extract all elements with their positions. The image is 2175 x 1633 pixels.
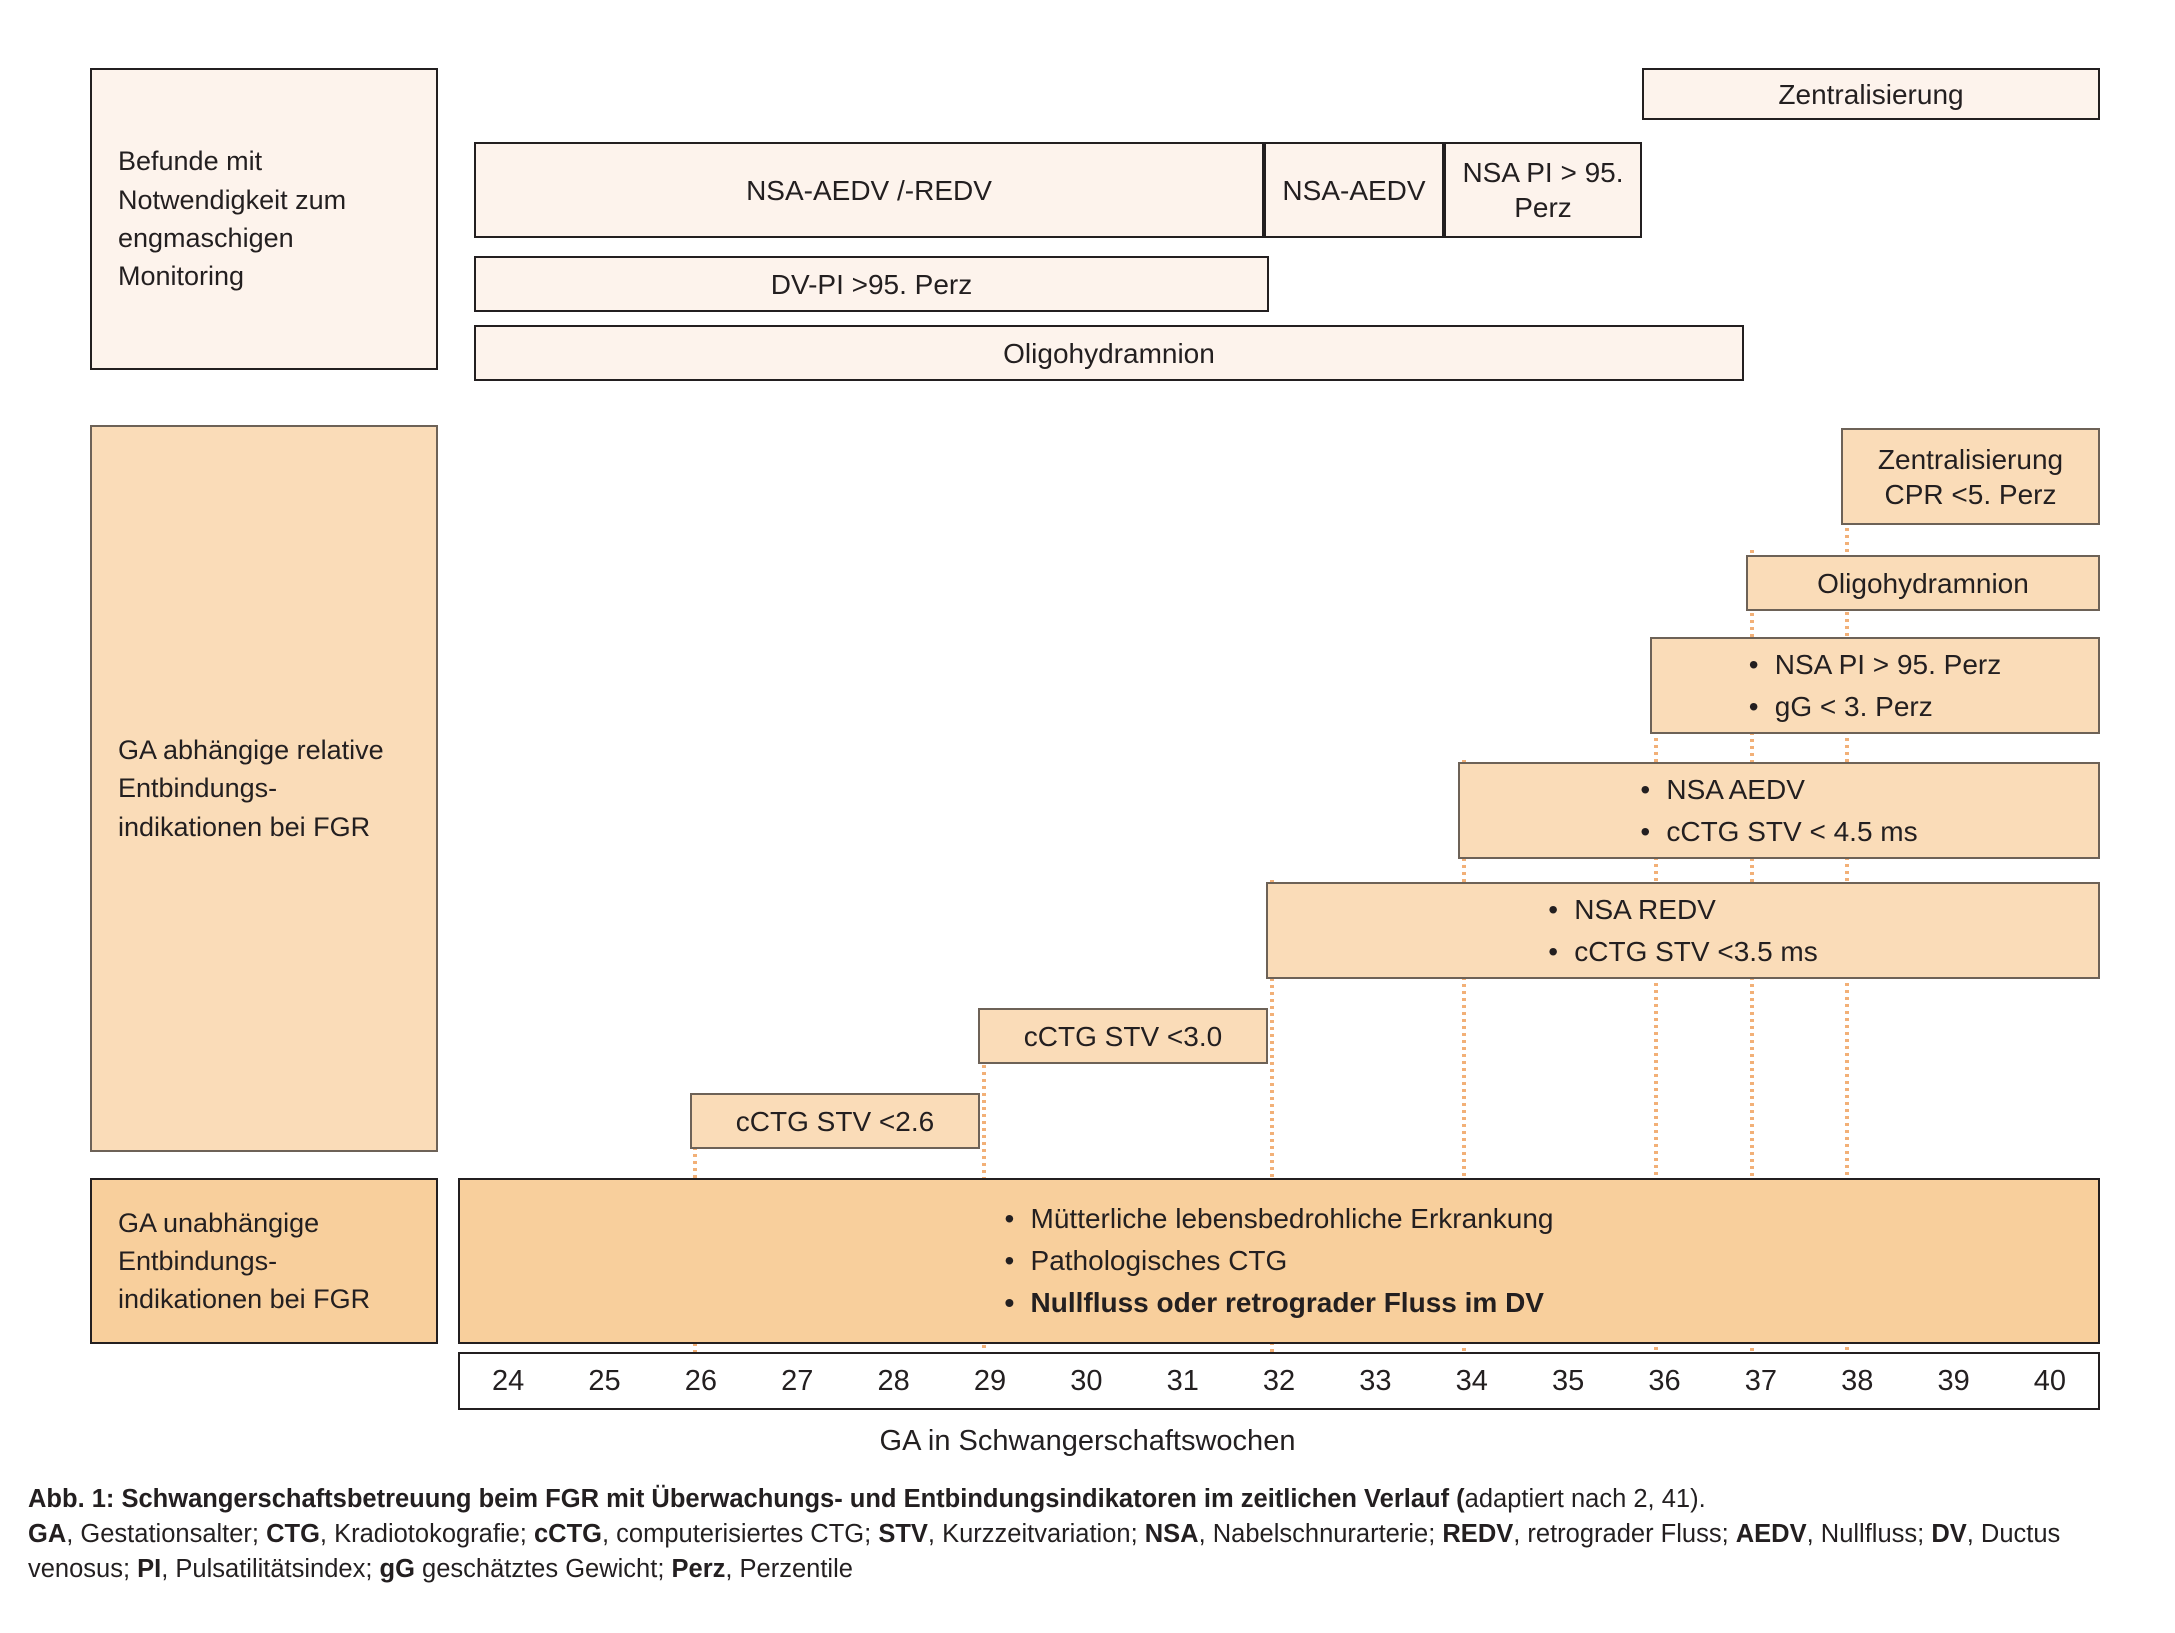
axis-week-38: 38: [1841, 1364, 1874, 1397]
axis-week-26: 26: [684, 1364, 718, 1397]
abbrev-term: AEDV: [1735, 1520, 1807, 1549]
relative-bar-cctg-stv-30-text: cCTG STV <3.0: [1023, 1020, 1223, 1052]
axis-week-29: 29: [973, 1364, 1007, 1397]
monitoring-bar-nsa-aedv-redv-text: NSA-AEDV /-REDV: [746, 174, 992, 206]
monitoring-bar-dv-pi-95-text: DV-PI >95. Perz: [770, 268, 973, 300]
axis-week-24: 24: [492, 1364, 525, 1397]
monitoring-bar-nsa-aedv-text: NSA-AEDV: [1282, 174, 1426, 206]
figure-caption-abbreviations: GA, Gestationsalter; CTG, Kradiotokograf…: [28, 1517, 2148, 1587]
axis-week-33: 33: [1359, 1364, 1392, 1397]
relative-bar-nsa-pi-gg-list: NSA PI > 95. Perz gG < 3. Perz: [1749, 644, 2001, 728]
abbrev-definition: geschätztes Gewicht;: [414, 1555, 672, 1584]
relative-bar-nsa-pi-gg: NSA PI > 95. Perz gG < 3. Perz: [1650, 637, 2100, 734]
figure-caption: Abb. 1: Schwangerschaftsbetreuung beim F…: [28, 1482, 2148, 1588]
axis-week-37: 37: [1744, 1364, 1777, 1397]
axis-label: GA in Schwangerschaftswochen: [0, 1425, 2175, 1458]
relative-bullet: cCTG STV < 4.5 ms: [1640, 816, 1917, 847]
abbrev-definition: , Ductus venosus;: [28, 1520, 2061, 1584]
relative-bar-cpr-line1: Zentralisierung: [1877, 443, 2064, 475]
independent-bullet-2: Pathologisches CTG: [1005, 1245, 1288, 1276]
relative-bar-nsa-aedv-list: NSA AEDV cCTG STV < 4.5 ms: [1640, 769, 1917, 853]
relative-bullet: NSA REDV: [1548, 894, 1716, 925]
connector-line-w36: [1654, 640, 1658, 1355]
axis-week-31: 31: [1166, 1364, 1199, 1397]
axis-week-30: 30: [1070, 1364, 1103, 1397]
gestational-week-axis: 24 25 26 27 28 29 30 31 32 33 34 35 36 37 38 39 40: [458, 1352, 2100, 1410]
relative-bar-cctg-stv-30: cCTG STV <3.0: [978, 1008, 1268, 1064]
monitoring-bar-nsa-aedv-redv: NSA-AEDV /-REDV: [474, 142, 1264, 238]
axis-week-40: 40: [2033, 1364, 2067, 1397]
monitoring-bar-nsa-aedv: NSA-AEDV: [1264, 142, 1444, 238]
relative-bullet: NSA PI > 95. Perz: [1749, 649, 2001, 680]
independent-bullet-3: Nullfluss oder retrograder Fluss im DV: [1005, 1287, 1544, 1318]
axis-week-34: 34: [1455, 1364, 1488, 1397]
relative-bar-zentralisierung-cpr-text: Zentralisierung CPR <5. Perz: [1878, 442, 2063, 512]
figure-caption-line1-bold: Abb. 1: Schwangerschaftsbetreuung beim F…: [28, 1485, 1465, 1513]
relative-bullet: gG < 3. Perz: [1749, 691, 1933, 722]
monitoring-bar-nsa-pi-95-text: NSA PI > 95. Perz: [1462, 157, 1624, 223]
abbrev-definition: , Perzentile: [725, 1555, 853, 1584]
abbrev-definition: , computerisiertes CTG;: [601, 1520, 879, 1549]
abbrev-term: DV: [1931, 1520, 1967, 1549]
monitoring-bar-nsa-pi-95: NSA PI > 95. Perz: [1444, 142, 1642, 238]
abbrev-definition: , Nullfluss;: [1806, 1520, 1932, 1549]
figure-caption-line1-rest: adaptiert nach 2, 41).: [1464, 1485, 1706, 1513]
relative-bar-cctg-stv-26-text: cCTG STV <2.6: [735, 1105, 935, 1137]
abbrev-term: cCTG: [533, 1520, 602, 1549]
monitoring-bar-zentralisierung-text: Zentralisierung: [1778, 78, 1964, 110]
axis-week-25: 25: [588, 1364, 621, 1397]
relative-bar-nsa-redv-list: NSA REDV cCTG STV <3.5 ms: [1548, 889, 1818, 973]
axis-week-39: 39: [1937, 1364, 1970, 1397]
connector-line-w32: [1270, 880, 1274, 1355]
relative-bar-nsa-aedv-cctg45: NSA AEDV cCTG STV < 4.5 ms: [1458, 762, 2100, 859]
axis-week-35: 35: [1552, 1364, 1585, 1397]
figure-caption-line1: Abb. 1: Schwangerschaftsbetreuung beim F…: [28, 1482, 2148, 1517]
abbrev-definition: , Nabelschnurarterie;: [1198, 1520, 1443, 1549]
abbrev-definition: , retrograder Fluss;: [1513, 1520, 1736, 1549]
relative-bullet: NSA AEDV: [1640, 774, 1805, 805]
relative-bullet: cCTG STV <3.5 ms: [1548, 936, 1818, 967]
axis-week-32: 32: [1262, 1364, 1296, 1397]
abbrev-term: NSA: [1144, 1520, 1199, 1549]
relative-bar-cctg-stv-26: cCTG STV <2.6: [690, 1093, 980, 1149]
relative-bar-nsa-redv-cctg35: NSA REDV cCTG STV <3.5 ms: [1266, 882, 2100, 979]
relative-bar-zentralisierung-cpr: Zentralisierung CPR <5. Perz: [1841, 428, 2100, 525]
monitoring-bar-oligohydramnion: Oligohydramnion: [474, 325, 1744, 381]
axis-week-28: 28: [877, 1364, 910, 1397]
abbrev-definition: , Pulsatilitätsindex;: [161, 1555, 380, 1584]
abbrev-term: CTG: [266, 1520, 320, 1549]
connector-line-w34: [1462, 760, 1466, 1355]
independent-indications-list: Mütterliche lebensbedrohliche Erkrankung…: [1005, 1198, 1554, 1324]
monitoring-bar-oligohydramnion-text: Oligohydramnion: [1003, 337, 1215, 369]
relative-bar-oligohydramnion: Oligohydramnion: [1746, 555, 2100, 611]
abbrev-definition: , Kurzzeitvariation;: [927, 1520, 1145, 1549]
abbrev-term: STV: [878, 1520, 928, 1549]
axis-label-text: GA in Schwangerschaftswochen: [879, 1425, 1296, 1457]
axis-week-27: 27: [781, 1364, 814, 1397]
independent-bullet-1: Mütterliche lebensbedrohliche Erkrankung: [1005, 1203, 1554, 1234]
axis-week-36: 36: [1648, 1364, 1681, 1397]
abbrev-term: gG: [379, 1555, 415, 1584]
monitoring-bar-dv-pi-95: DV-PI >95. Perz: [474, 256, 1269, 312]
abbrev-term: GA: [28, 1520, 67, 1549]
abbrev-definition: , Gestationsalter;: [66, 1520, 267, 1549]
relative-bar-oligohydramnion-text: Oligohydramnion: [1817, 567, 2029, 599]
monitoring-bar-zentralisierung: Zentralisierung: [1642, 68, 2100, 120]
relative-bar-cpr-line2: CPR <5. Perz: [1884, 478, 2057, 510]
abbrev-definition: , Kradiotokografie;: [319, 1520, 534, 1549]
abbrev-term: Perz: [671, 1555, 726, 1584]
independent-indications-bar: Mütterliche lebensbedrohliche Erkrankung…: [458, 1178, 2100, 1344]
abbrev-term: REDV: [1442, 1520, 1514, 1549]
abbrev-term: PI: [137, 1555, 162, 1584]
